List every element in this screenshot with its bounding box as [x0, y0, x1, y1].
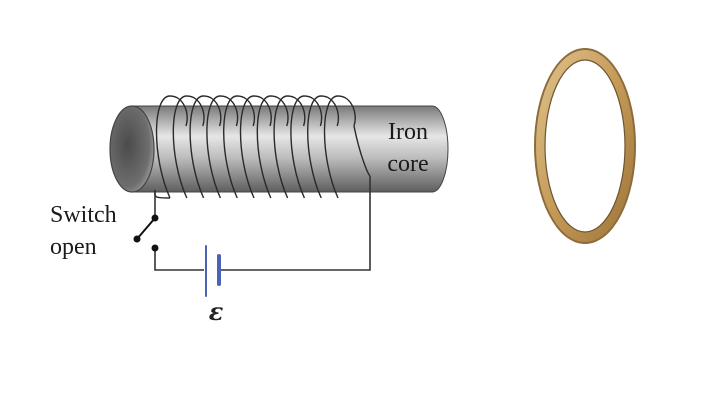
switch-label-line1: Switch: [50, 202, 117, 228]
core-label-line1: Iron: [388, 119, 428, 145]
coil-turn: [290, 95, 323, 199]
coil-turn: [239, 95, 272, 199]
emf-symbol: ε: [209, 297, 224, 326]
coil-turn: [206, 95, 239, 199]
coil-turn: [189, 95, 222, 199]
coil-turn: [323, 95, 356, 199]
coil-lead-right: [353, 125, 371, 177]
wire-battery-to-coil: [221, 176, 371, 271]
coil-turn: [223, 95, 256, 199]
conducting-ring: [534, 48, 636, 244]
coil-turn: [273, 95, 306, 199]
solenoid-coil: [154, 95, 371, 199]
open-switch[interactable]: [133, 214, 159, 252]
coil-turn: [307, 95, 340, 199]
core-label-line2: core: [387, 151, 428, 177]
coil-turn: [155, 95, 188, 199]
coil-turn: [172, 95, 205, 199]
wire-switch-to-battery: [154, 250, 204, 271]
switch-label-line2: open: [50, 234, 97, 260]
battery-symbol: [205, 245, 221, 297]
coil-turn: [256, 95, 289, 199]
circuit-wires: [154, 176, 371, 271]
